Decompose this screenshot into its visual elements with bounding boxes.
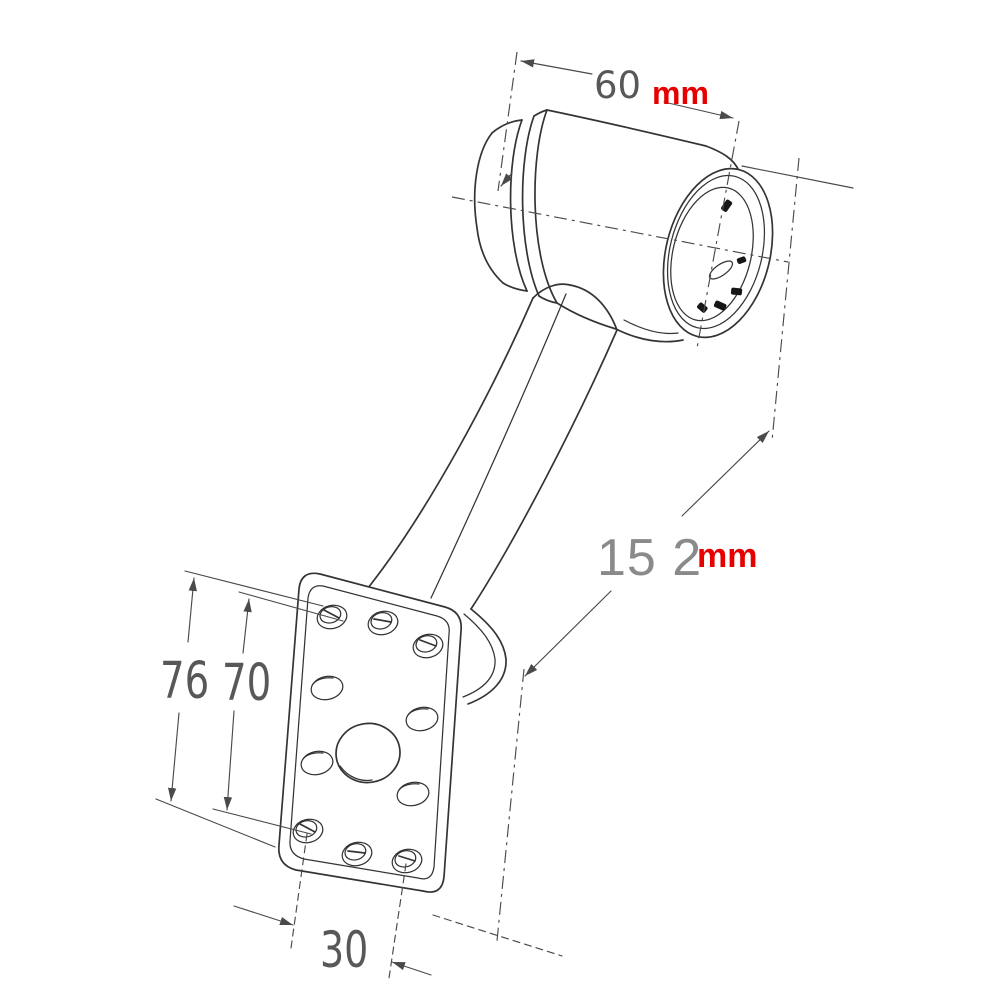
screw-hole [316, 604, 348, 630]
dimension-70 [212, 591, 344, 835]
dimension-line-left [520, 59, 593, 75]
rear-cap-top [491, 119, 523, 134]
plain-hole [300, 750, 334, 776]
mount-plate [277, 572, 463, 893]
face-vertical-centerline [696, 120, 740, 349]
screw-hole [341, 841, 373, 867]
arm-right-edge [470, 329, 618, 610]
axis-tick-arrow [500, 172, 513, 187]
center-hole [335, 722, 401, 784]
dimension-152mm [432, 157, 854, 957]
face-middle-ring [666, 174, 766, 330]
arm-plate-fillet-inner [462, 613, 496, 698]
rear-groove-line-1 [509, 119, 528, 292]
bottom-reference-line [432, 914, 563, 957]
dim-76-value: 76 [160, 652, 210, 711]
mount-arm [367, 283, 618, 705]
extension-line-bottom [155, 798, 276, 848]
extension-line-upper [771, 157, 800, 442]
front-rim-arc [615, 328, 684, 343]
arm-highlight-line [430, 293, 567, 599]
drum-rear-edge [534, 109, 558, 304]
plate-inner-outline [289, 585, 450, 880]
rear-cap-bottom [502, 282, 528, 292]
drum-bottom-edge [556, 302, 617, 330]
dial-marks [697, 199, 747, 313]
extension-line-right [388, 863, 407, 979]
dimension-annotations [155, 51, 854, 979]
extension-line [497, 51, 518, 192]
plain-hole [396, 781, 430, 807]
extension-line-left [290, 833, 308, 949]
drum-top-edge [546, 109, 707, 147]
front-rim-arc-inner [623, 319, 679, 335]
dim-152-value: 15 2 [597, 529, 703, 587]
dim-152-unit: mm [697, 537, 758, 575]
dimension-line-top [242, 598, 252, 654]
arm-top-fillet [532, 283, 618, 331]
dimension-line-right [663, 101, 734, 120]
screw-hole [367, 610, 399, 636]
plain-hole [405, 706, 439, 732]
face-outer-ring [662, 167, 774, 339]
screw-hole [391, 848, 423, 874]
extension-line-lower [496, 668, 525, 942]
dimension-line-top [187, 577, 197, 643]
dimension-line-right [391, 961, 432, 976]
groove-bottom-join [538, 295, 558, 304]
extension-line-bottom [212, 808, 312, 835]
dimension-line-upper [681, 430, 770, 517]
screw-hole [292, 818, 324, 844]
arm-left-edge [367, 297, 534, 589]
rear-cap-silhouette [473, 132, 504, 284]
dim-70-value: 70 [222, 654, 272, 713]
dimension-line-left [233, 905, 294, 926]
dim-60-unit: mm [652, 75, 709, 111]
dim-60-value: 60 [594, 64, 642, 107]
dimension-60mm [497, 51, 734, 192]
dimension-30 [233, 833, 432, 979]
rear-groove-line-2 [521, 115, 540, 297]
dim-30-value: 30 [320, 921, 369, 979]
dial-face [670, 186, 754, 322]
dimension-line-bottom [223, 710, 235, 811]
screw-hole [412, 633, 444, 659]
cylinder-head [473, 109, 774, 343]
dimension-line-bottom [167, 712, 180, 802]
dimension-line-lower [524, 590, 612, 677]
plain-hole [310, 675, 344, 701]
extension-line-top [184, 570, 324, 607]
front-bevel [705, 145, 740, 172]
arm-plate-fillet-outer [467, 608, 507, 705]
cylinder-axis-centerline [451, 196, 789, 263]
extension-line-top [238, 591, 344, 622]
dimension-76 [155, 570, 324, 848]
